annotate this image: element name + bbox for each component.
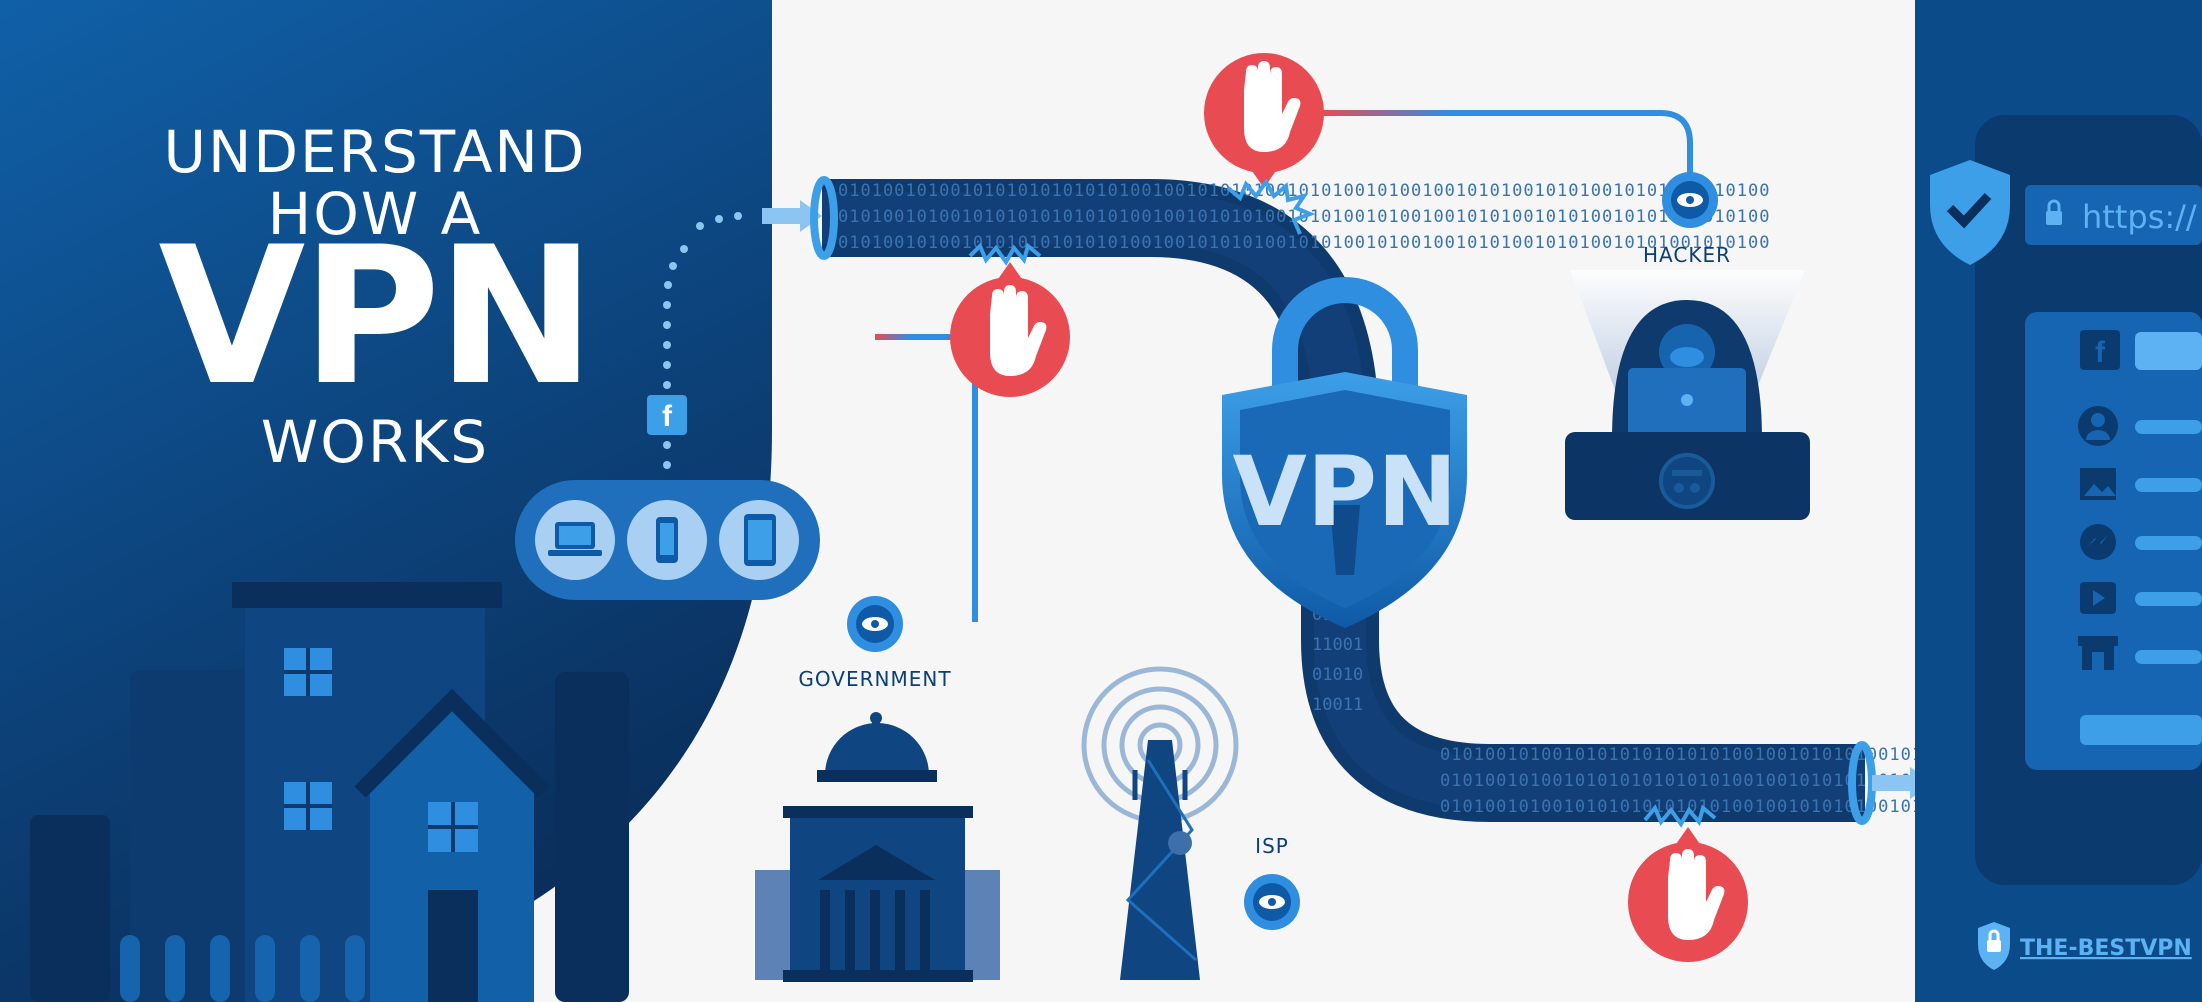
stop-hand-icon: [1204, 53, 1324, 188]
burst-gov: [968, 242, 1042, 266]
brand-name: THE-BESTVPN: [2020, 936, 2192, 961]
headline-line-4: WORKS: [260, 408, 490, 476]
url-text: https://: [2082, 198, 2197, 236]
user-icon: [2078, 406, 2118, 446]
government-label: GOVERNMENT: [798, 667, 951, 691]
tunnel-entry: [810, 176, 838, 260]
url-bar: [2025, 185, 2202, 245]
svg-text:11001: 11001: [1312, 635, 1363, 655]
binary-row-3: 0101001010010101010101010100100101010100…: [838, 233, 1771, 253]
burst-isp: [1643, 804, 1717, 828]
image-icon: [2080, 468, 2116, 500]
vpn-shield: VPN: [1222, 277, 1467, 628]
government-building: [755, 712, 1000, 982]
hacker-figure: [1565, 270, 1810, 520]
shield-vpn-text: VPN: [1233, 436, 1458, 548]
check-shield-icon: [1930, 160, 2010, 265]
burst-top: [1226, 178, 1316, 235]
binary-row-1: 0101001010010101010101010100100101010100…: [838, 181, 1771, 201]
phone-icon: [656, 517, 678, 563]
stop-hand-icon: [950, 262, 1070, 397]
messenger-icon: [2080, 524, 2116, 560]
facebook-icon: f: [2080, 330, 2120, 370]
headline-vpn: VPN: [158, 206, 595, 427]
city-silhouette: [30, 582, 629, 1002]
svg-text:10011: 10011: [1312, 695, 1363, 715]
eye-icon: [862, 617, 888, 631]
headline-line-2: HOW A: [267, 180, 483, 248]
shop-icon: [2078, 636, 2118, 670]
svg-text:f: f: [662, 400, 673, 433]
laptop-icon: [548, 522, 602, 556]
isp-label: ISP: [1255, 834, 1289, 858]
hacker-connector: [1320, 110, 1718, 228]
facebook-icon: f: [647, 395, 687, 435]
svg-text:01010: 01010: [1312, 665, 1363, 685]
play-icon: [2080, 582, 2116, 614]
eye-icon: [1677, 193, 1703, 207]
devices-group: [515, 480, 820, 600]
brand-logo: THE-BESTVPN: [1978, 922, 2192, 970]
cell-tower: [1081, 666, 1239, 980]
stop-hand-icon: [1628, 827, 1748, 962]
isp-connector: [1244, 874, 1630, 930]
headline-line-1: UNDERSTAND: [163, 118, 587, 186]
dotted-path: [663, 200, 822, 469]
eye-icon: [1259, 895, 1285, 909]
tablet-icon: [744, 514, 776, 566]
lock-icon: [2046, 199, 2062, 225]
government-connector: [847, 334, 978, 652]
svg-text:f: f: [2095, 336, 2106, 369]
hacker-label: HACKER: [1643, 243, 1731, 267]
